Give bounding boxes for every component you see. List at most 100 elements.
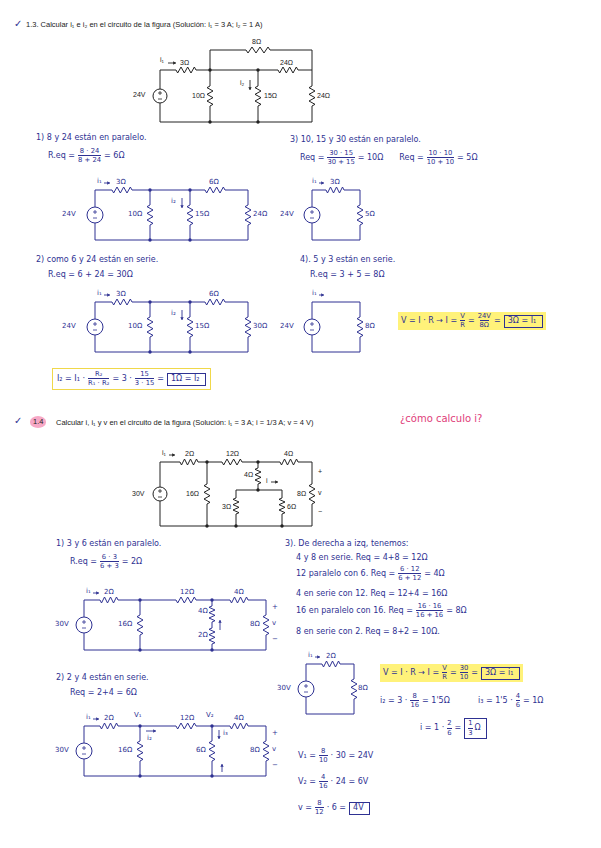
text-line: R.eq =8 · 248 + 24= 6Ω	[48, 148, 125, 164]
text-label: 8 en serie con 2. Req = 8+2 = 10Ω.	[296, 628, 440, 637]
text-label: ✓	[14, 416, 22, 426]
text-line: 6Ω	[287, 503, 296, 510]
arrow-head	[180, 205, 183, 208]
numerator: 4	[516, 693, 520, 700]
text-label: v	[272, 746, 276, 753]
junction-dot	[188, 238, 191, 241]
resistor-symbol	[176, 597, 196, 603]
circuit	[153, 453, 315, 527]
text-label: 15Ω	[264, 92, 277, 99]
text-label: i₂	[171, 310, 176, 317]
answer-box: 13Ω	[464, 718, 487, 739]
wire	[95, 302, 112, 303]
numerator: 1	[468, 720, 472, 727]
wire	[340, 664, 354, 665]
wire	[140, 761, 141, 776]
text-line: 8Ω	[297, 490, 306, 497]
numerator: 4	[321, 774, 325, 781]
text-line: V₂	[206, 712, 214, 719]
unit: Ω	[475, 724, 481, 733]
text-label: 16Ω	[118, 621, 132, 628]
text-line: 2Ω	[104, 589, 114, 596]
wire	[84, 726, 85, 743]
text-label: v =	[298, 804, 312, 813]
text-line: v	[272, 746, 276, 753]
text-label: 3). De derecha a izq, tenemos:	[285, 540, 409, 549]
wire	[298, 70, 312, 71]
fraction: 46	[516, 693, 520, 709]
text-label: V₁	[134, 712, 142, 719]
text-line: Calcular i, i₁ y v en el circuito de la …	[56, 419, 313, 427]
source-polarity	[82, 620, 86, 628]
text-line: 2) 2 y 4 están en serie.	[56, 674, 149, 683]
fraction: 810	[319, 748, 328, 764]
wire	[360, 302, 361, 317]
text-label: +	[272, 604, 278, 611]
wire	[212, 622, 213, 628]
denominator: 6 + 3	[100, 561, 119, 570]
resistor-symbol	[176, 723, 196, 729]
junction-dot	[208, 120, 211, 123]
wire	[312, 462, 313, 484]
arrow-head	[317, 655, 320, 658]
text-line: v	[318, 489, 322, 496]
numerator: 8	[413, 693, 417, 700]
text-label: 4Ω	[234, 715, 244, 722]
text-line: 4 en serie con 12. Req = 12+4 = 16Ω	[296, 590, 447, 599]
source-polarity	[158, 91, 162, 99]
wire	[306, 697, 354, 714]
wire	[312, 190, 313, 207]
arrow-head	[96, 717, 99, 720]
text-label: = 8Ω	[446, 607, 466, 616]
voltage-source	[153, 89, 167, 103]
numerator: 8 · 24	[80, 148, 99, 155]
text-line: 30Ω	[253, 323, 267, 330]
wire	[312, 106, 313, 122]
fraction: 13	[468, 720, 472, 736]
text-line: i = 1 ·26=13Ω	[420, 718, 487, 739]
source-polarity	[93, 210, 97, 218]
resistor-symbol	[147, 205, 153, 225]
wire	[225, 190, 248, 191]
voltage-source	[298, 681, 314, 697]
node-slot: 3Ω = i₁	[481, 667, 520, 680]
resistor-symbol	[263, 741, 269, 761]
text-label: =	[468, 317, 475, 326]
numerator: 10 · 10	[429, 150, 453, 157]
text-label: 10Ω	[192, 92, 205, 99]
wire	[360, 337, 361, 352]
text-line: 3Ω	[180, 59, 189, 66]
wire	[258, 70, 259, 86]
text-line: 2Ω	[326, 653, 336, 660]
arrow-head	[275, 480, 278, 483]
resistor-symbol	[245, 317, 251, 337]
text-label: 4 y 8 en serie. Req = 4+8 = 12Ω	[296, 554, 428, 563]
text-line: 24V	[62, 211, 76, 218]
text-line: 10Ω	[192, 92, 205, 99]
text-line: 3Ω	[330, 179, 340, 186]
text-line: R.eq = 6 + 24 = 30Ω	[48, 271, 133, 280]
text-label: V₂ =	[298, 778, 316, 787]
wire	[306, 664, 307, 681]
wire	[242, 462, 258, 463]
resistor-symbol	[205, 187, 225, 193]
text-line: V = I · R → I =VR=3010=3Ω = i₁	[380, 664, 523, 682]
text-line: Req = 2+4 = 6Ω	[70, 689, 137, 698]
wire	[160, 462, 180, 463]
fraction: 10 · 1010 + 10	[427, 150, 454, 166]
text-label: 8Ω	[297, 490, 306, 497]
resistor-symbol	[357, 317, 363, 337]
text-label: I₂ = I₁ ·	[57, 375, 85, 384]
wire	[266, 761, 267, 776]
text-label: R.eq = 6 + 24 = 30Ω	[48, 271, 133, 280]
junction-dot	[188, 300, 191, 303]
text-label: 16Ω	[118, 747, 132, 754]
wire	[312, 190, 326, 191]
wire	[354, 664, 355, 679]
voltage-source	[76, 617, 92, 633]
text-label: i₂	[240, 79, 244, 86]
text-line: i₁	[312, 290, 317, 297]
text-line: 1.4	[30, 416, 46, 428]
text-label: i₁	[160, 56, 164, 63]
text-label: 24V	[62, 211, 76, 218]
